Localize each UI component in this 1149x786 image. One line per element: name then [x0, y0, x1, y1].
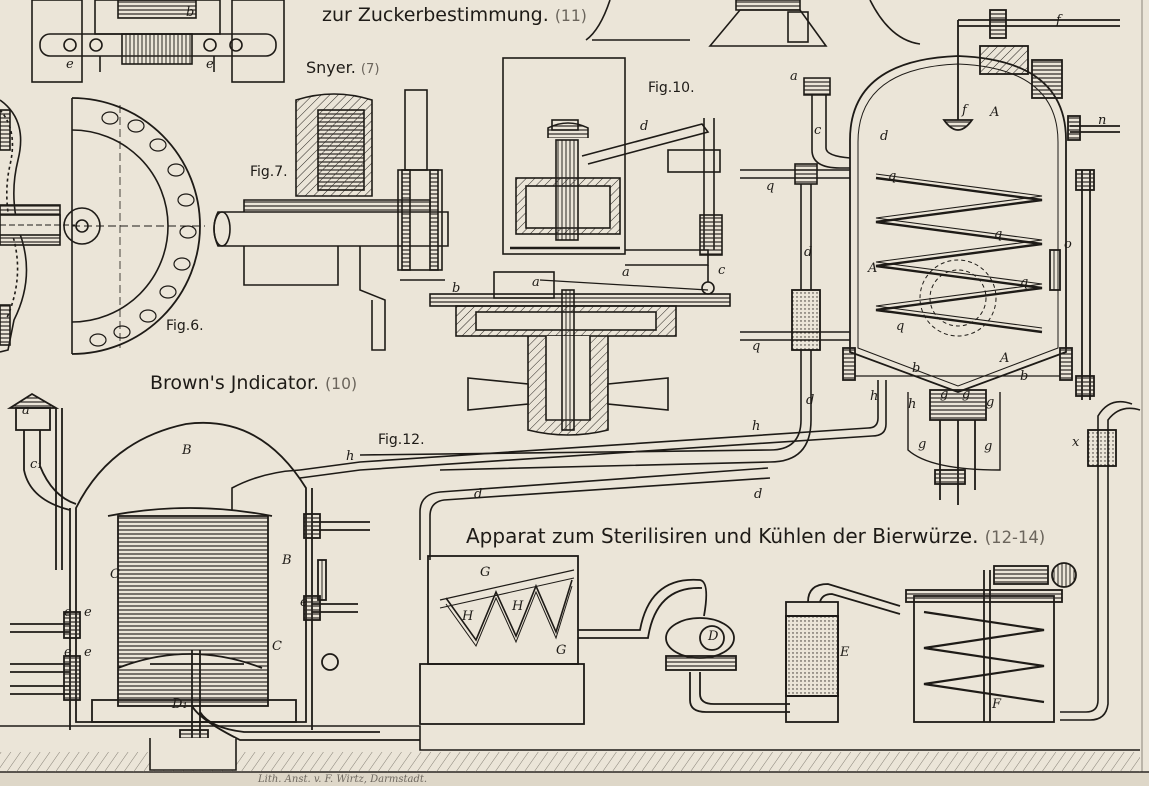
- label-o: o: [1064, 237, 1072, 252]
- label-d-vertical: d: [806, 393, 815, 408]
- label-d-fig10: d: [640, 119, 649, 134]
- lithography-imprint: Lith. Anst. v. F. Wirtz, Darmstadt.: [258, 774, 428, 785]
- label-e-left: e: [66, 57, 74, 72]
- label-e-5: e: [300, 595, 308, 610]
- label-g-5: g: [984, 439, 993, 454]
- label-d-lower-2: d: [754, 487, 763, 502]
- label-F: F: [992, 697, 1002, 712]
- label-q-coil-1: q: [888, 169, 897, 184]
- label-C-left: C: [110, 567, 120, 582]
- label-c-fig13: c: [814, 123, 822, 138]
- label-b-low-2: b: [1020, 369, 1029, 384]
- label-G-top: G: [480, 565, 491, 580]
- label-d-lower-1: d: [474, 487, 483, 502]
- label-C-right: C: [272, 639, 282, 654]
- label-x: x: [1072, 435, 1080, 450]
- caption-snyer-number: (7): [360, 62, 380, 77]
- label-f-top: f: [1056, 13, 1061, 28]
- caption-apparat-number: (12-14): [984, 528, 1046, 547]
- label-b-low-1: b: [912, 361, 921, 376]
- label-g-2: g: [962, 387, 971, 402]
- label-g-3: g: [986, 395, 995, 410]
- caption-zuckerbestimmung-number: (11): [554, 7, 587, 25]
- label-q-lower: q: [752, 339, 761, 354]
- label-g-4: g: [918, 437, 927, 452]
- label-b-fig10: b: [452, 281, 461, 296]
- figure-label-7: Fig.7.: [250, 164, 288, 180]
- caption-brown-indicator-number: (10): [325, 375, 358, 393]
- label-D1: D₁: [172, 697, 188, 712]
- label-h-low-2: h: [908, 397, 917, 412]
- label-c-fig10: c: [718, 263, 726, 278]
- caption-zuckerbestimmung-text: zur Zuckerbestimmung.: [322, 4, 549, 26]
- caption-apparat: Apparat zum Sterilisiren und Kühlen der …: [466, 524, 1045, 548]
- label-f-inner: f: [962, 103, 967, 118]
- caption-brown-indicator-text: Brown's Jndicator.: [150, 372, 320, 394]
- label-a-fig13: a: [790, 69, 798, 84]
- label-h-low-1: h: [870, 389, 879, 404]
- label-A-low: A: [1000, 351, 1010, 366]
- label-q-coil-4: q: [896, 319, 905, 334]
- label-a-brown: a: [22, 403, 30, 418]
- label-h-fig12: h: [346, 449, 355, 464]
- caption-snyer: Snyer. (7): [306, 58, 379, 77]
- label-E: E: [840, 645, 850, 660]
- label-e-1: e: [64, 605, 72, 620]
- label-d-fig13: d: [880, 129, 889, 144]
- label-b-top: b: [186, 5, 195, 20]
- label-H-2: H: [512, 599, 524, 614]
- label-g-1: g: [940, 387, 949, 402]
- label-q-coil-2: q: [994, 227, 1003, 242]
- label-A-mid: A: [868, 261, 878, 276]
- label-a-small: a: [532, 275, 540, 290]
- label-c1-brown: c₁: [30, 457, 43, 472]
- figure-label-6: Fig.6.: [166, 318, 204, 334]
- label-A-top: A: [990, 105, 1000, 120]
- label-a-fig10: a: [622, 265, 630, 280]
- label-H-1: H: [462, 609, 474, 624]
- label-h-mid: h: [752, 419, 761, 434]
- label-q-left: q: [766, 179, 775, 194]
- caption-snyer-text: Snyer.: [306, 58, 356, 77]
- label-B-right: B: [282, 553, 292, 568]
- label-e-3: e: [64, 645, 72, 660]
- label-e-right: e: [206, 57, 214, 72]
- caption-zuckerbestimmung: zur Zuckerbestimmung. (11): [322, 4, 587, 26]
- label-G-low: G: [556, 643, 567, 658]
- label-e-2: e: [84, 605, 92, 620]
- label-e-4: e: [84, 645, 92, 660]
- label-n: n: [1098, 113, 1107, 128]
- label-d-pipe: d: [804, 245, 813, 260]
- caption-apparat-text: Apparat zum Sterilisiren und Kühlen der …: [466, 524, 979, 548]
- figure-label-10: Fig.10.: [648, 80, 695, 96]
- figure-label-12: Fig.12.: [378, 432, 425, 448]
- label-D-pump: D: [708, 629, 719, 644]
- label-q-coil-3: q: [1020, 275, 1029, 290]
- label-B-dome: B: [182, 443, 192, 458]
- caption-brown-indicator: Brown's Jndicator. (10): [150, 372, 357, 394]
